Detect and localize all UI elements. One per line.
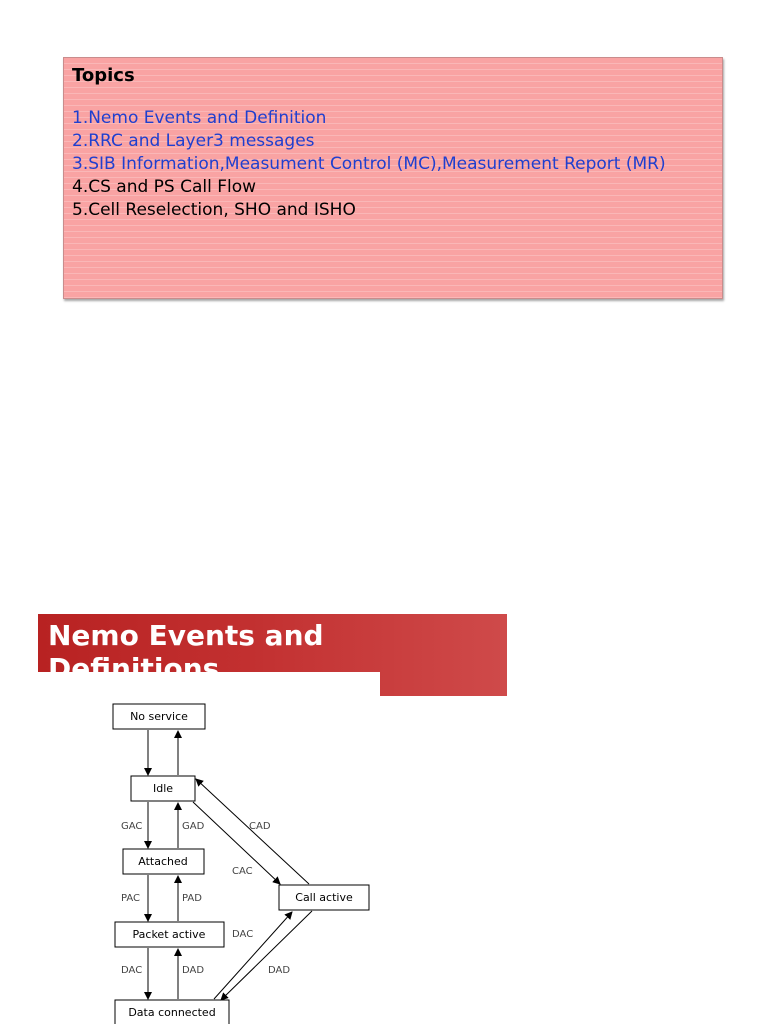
edge-label-dad-right: DAD: [268, 965, 290, 976]
arrow-cad: [195, 778, 310, 885]
topic-item-4: 4.CS and PS Call Flow: [72, 177, 257, 197]
slide-white-panel: [38, 672, 380, 702]
edge-label-gad: GAD: [182, 821, 205, 832]
state-no-service-label: No service: [130, 710, 188, 723]
topic-item-2: 2.RRC and Layer3 messages: [72, 131, 315, 151]
state-data-connected-label: Data connected: [128, 1006, 215, 1019]
arrow-dac-right: [213, 911, 293, 1000]
state-attached-label: Attached: [138, 855, 187, 868]
state-idle: Idle: [130, 775, 196, 802]
topic-item-5: 5.Cell Reselection, SHO and ISHO: [72, 200, 356, 220]
edge-label-pac: PAC: [121, 893, 140, 904]
edge-label-cac: CAC: [232, 866, 253, 877]
edge-label-dac-right: DAC: [232, 929, 253, 940]
state-call-active-label: Call active: [295, 891, 353, 904]
state-no-service: No service: [112, 703, 206, 730]
edge-label-cad: CAD: [249, 821, 271, 832]
edge-label-gac: GAC: [121, 821, 142, 832]
arrow-cac: [192, 801, 281, 885]
edge-label-pad: PAD: [182, 893, 202, 904]
topics-box: Topics 1.Nemo Events and Definition 2.RR…: [63, 57, 723, 299]
topics-title: Topics: [72, 65, 135, 86]
state-packet-active-label: Packet active: [133, 928, 206, 941]
state-attached: Attached: [122, 848, 205, 875]
slide-title-line-1: Nemo Events and: [48, 619, 324, 652]
state-packet-active: Packet active: [114, 921, 225, 948]
state-call-active: Call active: [278, 884, 370, 911]
edge-label-dad-left: DAD: [182, 965, 204, 976]
state-diagram: No service Idle Attached Packet active D…: [112, 703, 370, 1024]
state-data-connected: Data connected: [114, 999, 230, 1024]
topic-list: 1.Nemo Events and Definition 2.RRC and L…: [72, 107, 714, 222]
state-idle-label: Idle: [153, 782, 173, 795]
topic-item-3: 3.SIB Information,Measument Control (MC)…: [72, 154, 666, 174]
arrow-dad-right: [220, 910, 313, 1001]
edge-label-dac-left: DAC: [121, 965, 142, 976]
topic-item-1: 1.Nemo Events and Definition: [72, 108, 327, 128]
